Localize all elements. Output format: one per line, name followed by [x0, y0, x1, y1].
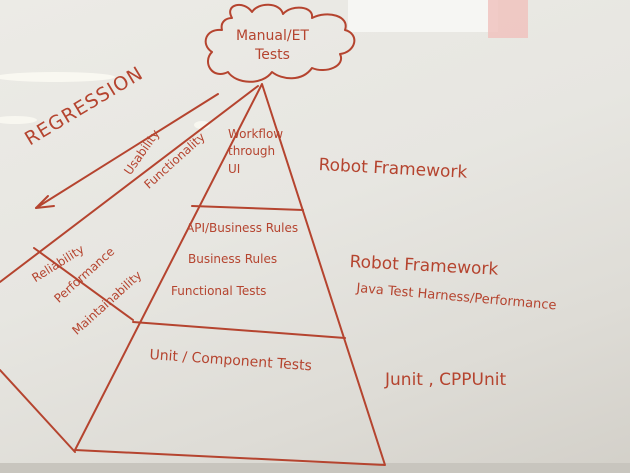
- light-glare: [194, 121, 210, 129]
- light-glare: [0, 116, 37, 124]
- board-bottom-edge: [0, 463, 630, 473]
- red-reflection: [488, 0, 528, 38]
- pyramid-functional-tests-label: Functional Tests: [171, 284, 267, 298]
- side-triangle-base: [0, 369, 76, 453]
- regression-arrow-head: [35, 195, 55, 209]
- pyramid-divider-lower: [132, 321, 346, 339]
- pyramid-api-label: API/Business Rules: [186, 221, 299, 235]
- pyramid-outline: [74, 83, 386, 466]
- pyramid-divider-upper: [191, 205, 304, 211]
- light-glare: [0, 72, 115, 82]
- tool-junit-cppunit: Junit , CPPUnit: [385, 370, 507, 390]
- pyramid-business-rules-label: Business Rules: [188, 252, 278, 266]
- side-triangle-top-edge: [0, 85, 259, 283]
- cloud-outline: [204, 3, 356, 83]
- pyramid-ui-layer-label: Workflow through UI: [228, 127, 284, 176]
- window-reflection: [348, 0, 498, 32]
- regression-arrow-shaft: [35, 93, 219, 209]
- side-triangle-divider: [33, 247, 134, 321]
- top-label-manual-tests: Manual/ET Tests: [236, 28, 309, 63]
